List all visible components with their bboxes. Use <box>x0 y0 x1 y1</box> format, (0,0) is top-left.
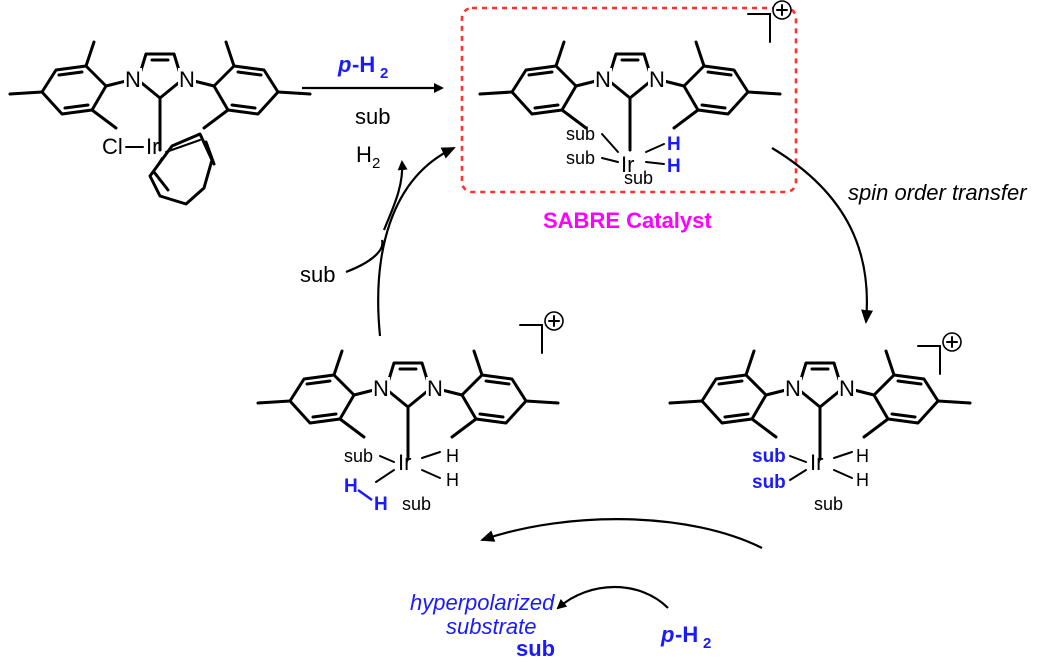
sub-label: sub <box>355 104 390 129</box>
exchange-arrow <box>480 518 763 549</box>
svg-text:H: H <box>374 494 388 515</box>
svg-text:-H: -H <box>352 52 375 77</box>
svg-text:2: 2 <box>703 635 711 652</box>
p-h2-label: p <box>337 52 351 77</box>
svg-text:2: 2 <box>380 65 388 82</box>
spin-transfer-arrow <box>771 147 874 324</box>
spin-transfer-label: spin order transfer <box>848 180 1028 205</box>
svg-text:H: H <box>667 156 681 177</box>
svg-text:H: H <box>344 476 358 497</box>
chlorine-atom: Cl <box>102 134 123 159</box>
iridium-atom: Ir <box>810 450 823 475</box>
catalyst-label: SABRE Catalyst <box>543 208 712 233</box>
svg-text:H: H <box>446 446 459 466</box>
svg-text:-H: -H <box>675 622 698 647</box>
svg-text:sub: sub <box>624 168 653 188</box>
h2-out-label: H <box>356 142 372 167</box>
sub-in-label: sub <box>300 262 335 287</box>
svg-text:sub: sub <box>752 472 786 493</box>
substrate-release-arrow <box>556 585 669 610</box>
svg-text:sub: sub <box>566 148 595 168</box>
svg-text:sub: sub <box>344 446 373 466</box>
iridium-atom: Ir <box>621 152 634 177</box>
svg-text:sub: sub <box>402 494 431 514</box>
iridium-atom: Ir <box>398 450 411 475</box>
svg-text:H: H <box>856 470 869 490</box>
svg-text:H: H <box>667 134 681 155</box>
svg-text:sub: sub <box>752 446 786 467</box>
regeneration-arrow <box>377 147 456 337</box>
svg-text:H: H <box>446 470 459 490</box>
svg-text:substrate: substrate <box>446 614 537 639</box>
sabre-catalyst-complex: Ir sub sub sub H H <box>460 0 798 194</box>
dihydrogen-complex: Ir sub sub H H H H <box>256 311 564 515</box>
p-h2-bottom-label: p <box>660 622 674 647</box>
precatalyst-complex: Ir Cl <box>8 40 312 206</box>
sub-out-label: sub <box>516 636 555 661</box>
catalyst-highlight-box <box>460 6 798 194</box>
h2-release-arrow <box>382 160 408 231</box>
hyperpolarized-label: hyperpolarized <box>410 590 555 615</box>
polarized-substrate-complex: Ir sub sub sub H H <box>668 332 972 514</box>
svg-text:sub: sub <box>814 494 843 514</box>
svg-text:H: H <box>856 446 869 466</box>
svg-text:sub: sub <box>566 124 595 144</box>
iridium-atom: Ir <box>146 134 159 159</box>
svg-text:2: 2 <box>372 155 380 172</box>
